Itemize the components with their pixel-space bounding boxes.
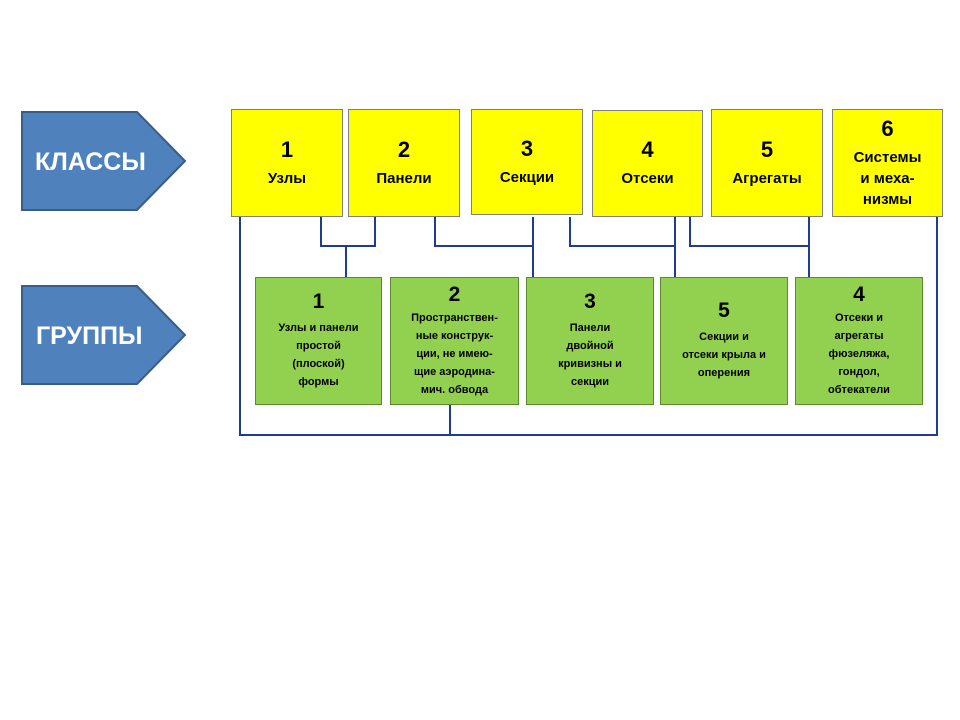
class-box-1: 1 Узлы (231, 109, 343, 217)
group-box-4: 5 Секции и отсеки крыла и оперения (660, 277, 788, 405)
class-box-5: 5 Агрегаты (711, 109, 823, 217)
group-name-line: агрегаты (834, 329, 884, 342)
group-name-line: формы (298, 376, 339, 388)
class-number: 5 (760, 136, 774, 162)
class-number: 1 (280, 136, 294, 162)
group-name: Пространствен- ные конструк- ции, не име… (411, 309, 498, 399)
group-box-1: 1 Узлы и панели простой (плоской) формы (255, 277, 382, 405)
group-number: 2 (448, 282, 461, 306)
group-box-2: 2 Пространствен- ные конструк- ции, не и… (390, 277, 519, 405)
class-name: Системы и меха- низмы (854, 147, 922, 210)
classes-arrow: КЛАССЫ (21, 111, 187, 211)
class-name: Узлы (267, 169, 307, 187)
class-number: 6 (881, 115, 894, 141)
group-name-line: Отсеки и (834, 311, 884, 324)
class-name-line: Системы (853, 148, 922, 166)
group-name: Узлы и панели простой (плоской) формы (278, 319, 358, 391)
group-name-line: Панели (569, 322, 611, 334)
group-name: Отсеки и агрегаты фюзеляжа, гондол, обте… (828, 309, 890, 399)
group-number: 3 (584, 290, 596, 313)
group-name: Панели двойной кривизны и секции (558, 319, 622, 391)
connector-lines (239, 217, 938, 436)
groups-arrow-label: ГРУППЫ (36, 322, 142, 350)
class-name-line: и меха- (860, 169, 915, 187)
class-box-3: 3 Секции (471, 109, 583, 215)
group-name-line: оперения (697, 367, 751, 379)
groups-arrow: ГРУППЫ (21, 285, 187, 385)
group-name-line: кривизны и (558, 358, 622, 370)
class-name-line: низмы (862, 190, 913, 208)
group-name-line: Пространствен- (411, 311, 498, 324)
group-name-line: обтекатели (828, 383, 890, 396)
class-box-6: 6 Системы и меха- низмы (832, 109, 943, 217)
class-box-4: 4 Отсеки (592, 110, 703, 217)
group-name-line: Секции и (699, 331, 749, 343)
class-name: Агрегаты (732, 169, 802, 187)
group-name-line: гондол, (838, 365, 880, 378)
class-name: Секции (499, 168, 555, 186)
class-number: 2 (397, 136, 411, 162)
class-number: 3 (520, 135, 534, 161)
group-name-line: секции (570, 376, 610, 388)
group-number: 4 (853, 282, 865, 306)
group-name-line: фюзеляжа, (828, 347, 890, 360)
group-box-5: 4 Отсеки и агрегаты фюзеляжа, гондол, об… (795, 277, 923, 405)
group-name-line: простой (296, 340, 341, 352)
class-box-2: 2 Панели (348, 109, 460, 217)
group-name-line: ные конструк- (415, 329, 494, 342)
group-name-line: Узлы и панели (278, 322, 359, 334)
group-number: 1 (312, 290, 325, 313)
group-name: Секции и отсеки крыла и оперения (682, 328, 766, 382)
group-name-line: ции, не имею- (416, 347, 493, 360)
classes-arrow-label: КЛАССЫ (35, 148, 146, 176)
class-name: Отсеки (621, 170, 674, 187)
group-box-3: 3 Панели двойной кривизны и секции (526, 277, 654, 405)
class-number: 4 (641, 137, 654, 162)
group-name-line: двойной (566, 340, 614, 352)
class-name: Панели (376, 169, 432, 187)
group-name-line: отсеки крыла и (682, 349, 766, 361)
group-name-line: щие аэродина- (414, 365, 495, 378)
group-name-line: (плоской) (292, 358, 345, 370)
group-number: 5 (718, 299, 730, 322)
group-name-line: мич. обвода (420, 383, 489, 396)
